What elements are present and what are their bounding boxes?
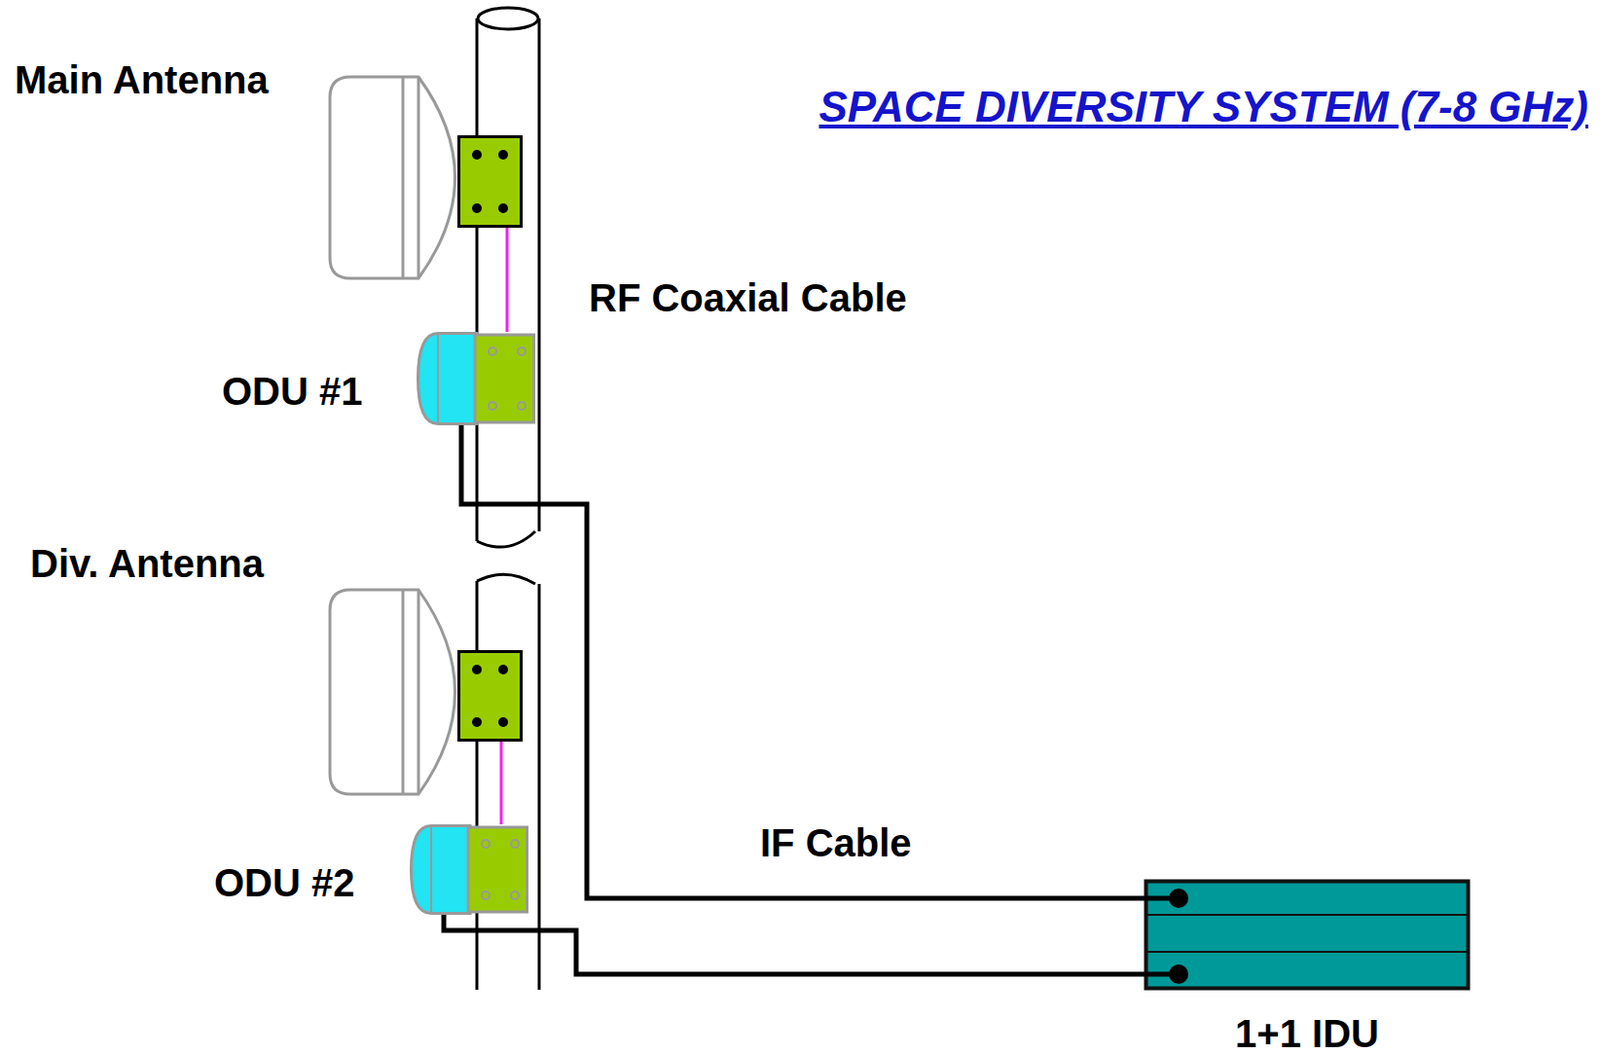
odu-radome — [411, 826, 472, 914]
mount-plate — [459, 137, 522, 227]
pole-break — [476, 531, 536, 547]
odu-seam — [436, 333, 439, 424]
outdoor-unit: ODU #2 — [409, 824, 529, 915]
odu-bolt — [510, 839, 519, 848]
idu-chassis — [1146, 881, 1469, 989]
mount-bolt — [472, 149, 482, 160]
dish-outline — [329, 76, 456, 279]
odu-bolt — [481, 839, 490, 848]
odu-housing — [474, 334, 535, 423]
mount-bolt — [498, 149, 509, 160]
antenna-mount: Main Antenna — [457, 135, 523, 228]
odu-bolt — [488, 347, 497, 356]
diagram-title: SPACE DIVERSITY SYSTEM (7-8 GHz) — [818, 81, 1589, 133]
unit-label: Div. Antenna — [30, 540, 264, 587]
mount-bolt — [498, 664, 509, 675]
if-cable — [443, 914, 1145, 975]
odu-housing — [468, 827, 528, 912]
odu-bolt — [517, 347, 526, 356]
unit-shape — [1144, 879, 1470, 990]
mount-bolt — [498, 717, 509, 728]
pole-edge — [538, 18, 542, 532]
unit-shape — [409, 824, 529, 915]
pole-edge — [475, 18, 479, 542]
idu-slot — [1146, 950, 1468, 953]
dish-rim — [417, 76, 421, 279]
rf-coax-cable — [500, 741, 504, 825]
pole-top — [477, 7, 539, 30]
if-port — [1168, 888, 1189, 909]
pole-break — [476, 574, 536, 584]
odu-bolt — [488, 401, 497, 410]
odu-bolt — [510, 891, 519, 900]
unit-shape — [457, 135, 523, 228]
if-cable — [461, 425, 1145, 899]
unit-label: ODU #2 — [214, 859, 356, 907]
dish-outline — [329, 589, 456, 795]
rf-coax-cable — [506, 227, 510, 332]
indoor-unit: 1+1 IDU — [1144, 879, 1470, 990]
dish-rim — [417, 589, 421, 795]
antenna-dish — [329, 76, 456, 279]
odu-radome — [418, 333, 478, 425]
dish-rim — [401, 76, 405, 279]
odu-bolt — [481, 891, 490, 900]
unit-shape — [416, 331, 536, 426]
mount-bolt — [472, 664, 482, 675]
idu-slot — [1146, 913, 1468, 916]
unit-label: 1+1 IDU — [1235, 1010, 1380, 1054]
antenna-mount: Div. Antenna — [457, 650, 523, 742]
dish-rim — [401, 589, 405, 795]
odu-bolt — [517, 401, 526, 410]
mount-bolt — [472, 717, 482, 728]
outdoor-unit: ODU #1 — [416, 331, 536, 426]
odu-seam — [430, 826, 433, 913]
mount-plate — [459, 652, 522, 741]
unit-label: ODU #1 — [221, 367, 364, 415]
mount-bolt — [472, 203, 482, 214]
antenna-dish — [329, 589, 456, 795]
if-port — [1168, 964, 1189, 984]
cable-label: RF Coaxial Cable — [588, 274, 908, 322]
unit-shape — [457, 650, 523, 742]
mount-bolt — [498, 203, 509, 214]
cable-label: IF Cable — [760, 819, 912, 867]
unit-label: Main Antenna — [14, 56, 269, 104]
